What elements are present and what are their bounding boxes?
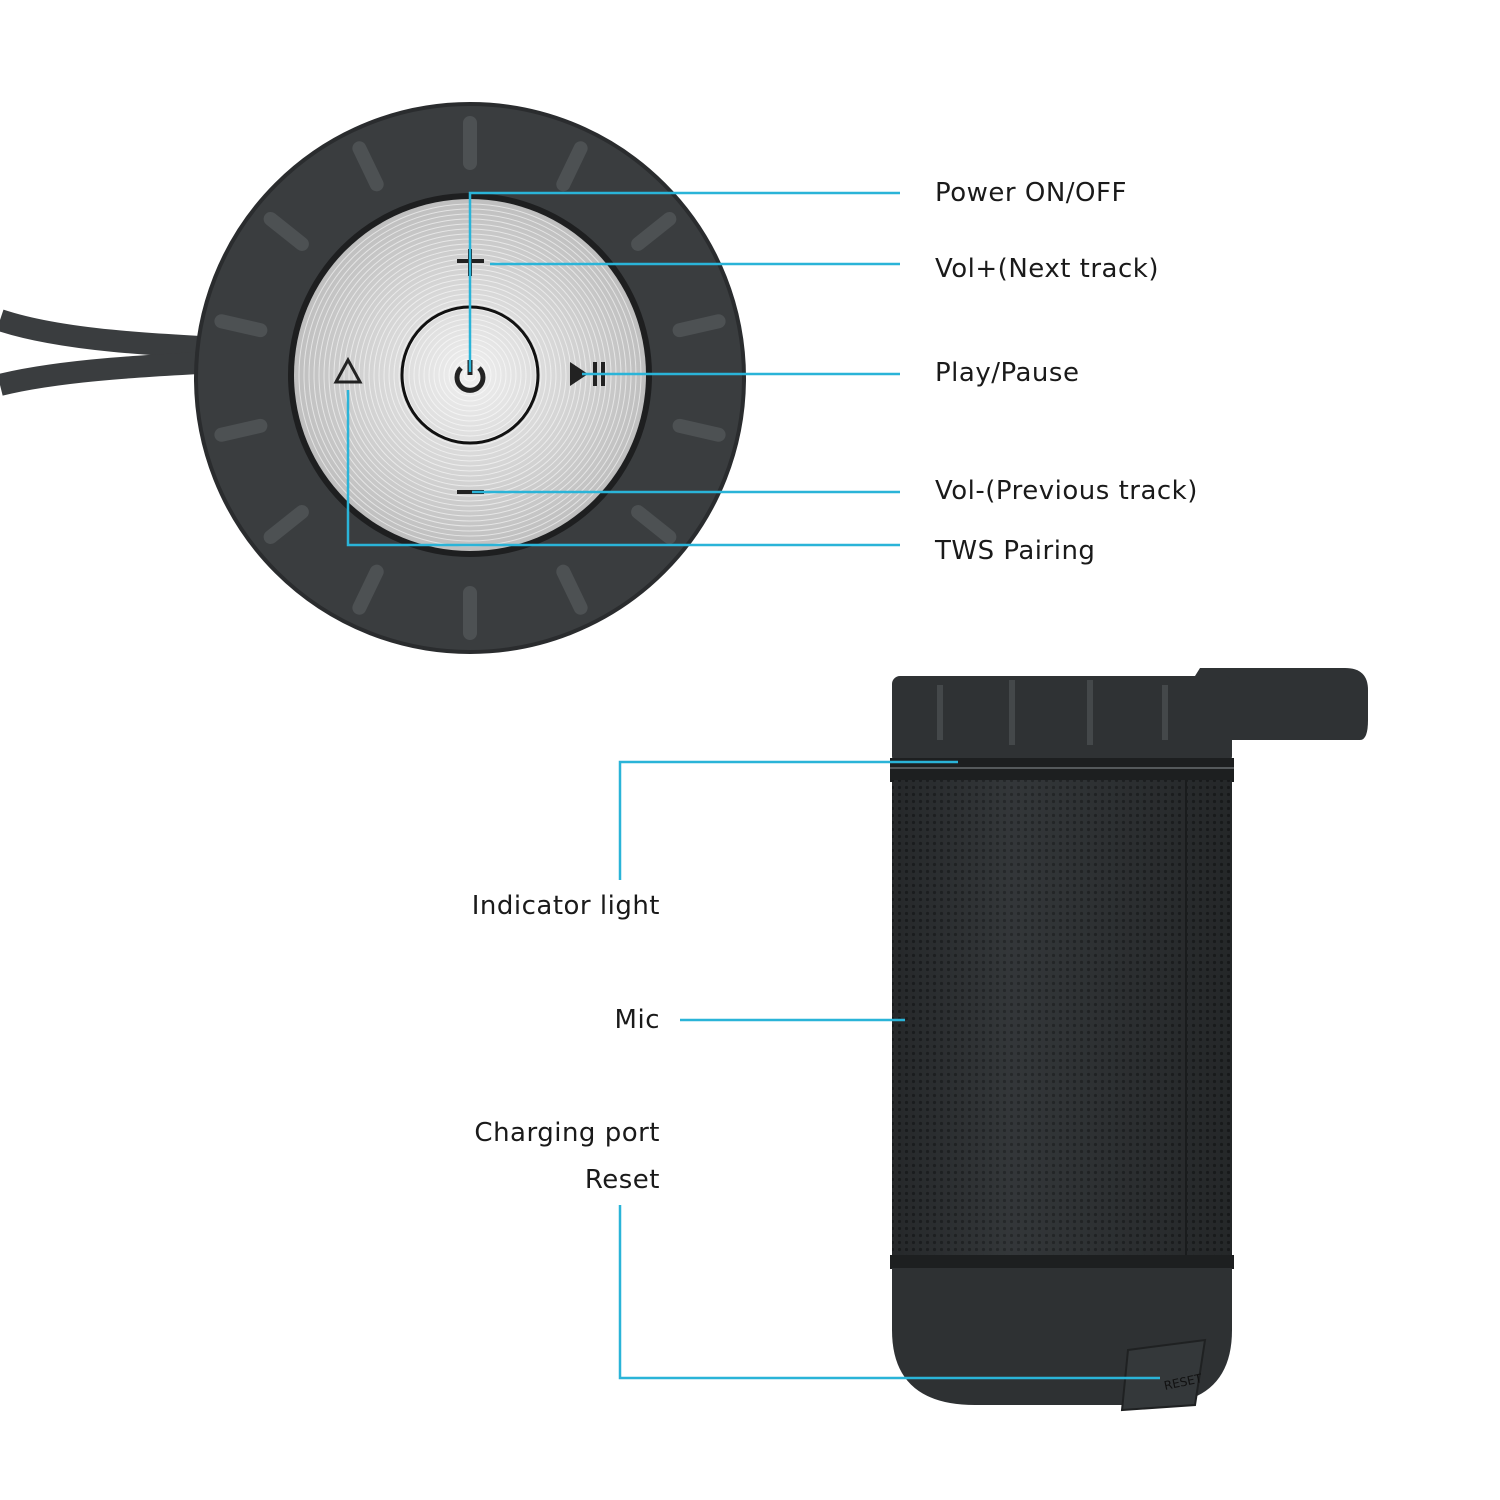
rubber-notch bbox=[672, 418, 726, 442]
label-reset: Reset bbox=[584, 1165, 660, 1195]
speaker-body: RESET bbox=[890, 668, 1368, 1412]
leader-lines bbox=[346, 191, 1160, 1380]
label-vol-down: Vol-(Previous track) bbox=[935, 476, 1198, 506]
leader-charging bbox=[618, 1205, 1160, 1380]
rubber-notch bbox=[352, 564, 384, 615]
label-charging: Charging port bbox=[474, 1118, 660, 1148]
leader-indicator bbox=[618, 760, 958, 880]
label-vol-up: Vol+(Next track) bbox=[935, 254, 1159, 284]
label-power: Power ON/OFF bbox=[935, 178, 1127, 208]
label-tws: TWS Pairing bbox=[935, 536, 1096, 566]
top-control-panel bbox=[194, 102, 746, 654]
rubber-notch bbox=[631, 505, 677, 544]
rubber-notch bbox=[672, 314, 726, 338]
rubber-notch bbox=[214, 418, 268, 442]
label-play-pause: Play/Pause bbox=[935, 358, 1080, 388]
rubber-notch bbox=[556, 141, 588, 192]
leader-tws bbox=[346, 390, 900, 547]
leader-power bbox=[468, 191, 900, 372]
rubber-notch bbox=[263, 212, 309, 251]
triangle-icon bbox=[333, 356, 363, 384]
charging-port: RESET bbox=[1120, 1338, 1207, 1412]
label-mic: Mic bbox=[614, 1005, 660, 1035]
rubber-notch bbox=[263, 505, 309, 544]
rubber-notch bbox=[214, 314, 268, 338]
label-indicator: Indicator light bbox=[471, 891, 660, 921]
rubber-notch bbox=[631, 212, 677, 251]
rubber-notch bbox=[352, 141, 384, 192]
rubber-notch bbox=[556, 564, 588, 615]
